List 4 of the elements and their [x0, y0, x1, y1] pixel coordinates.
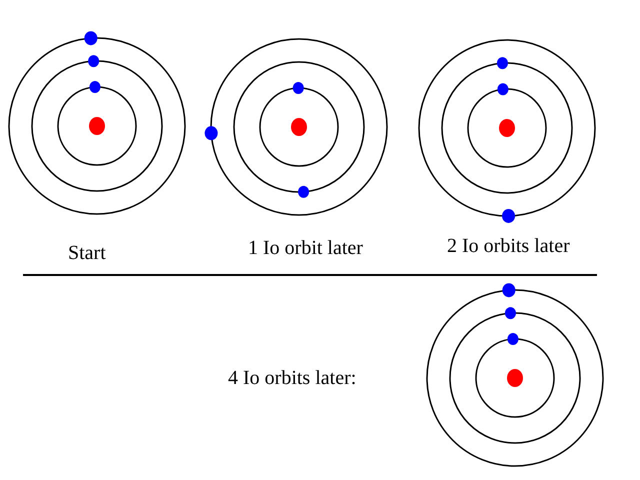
caption-text: 4 Io orbits later:	[228, 366, 356, 390]
caption-text: 1 Io orbit later	[248, 236, 363, 260]
caption-text: 2 Io orbits later	[447, 234, 570, 258]
caption-text: Start	[68, 241, 106, 265]
